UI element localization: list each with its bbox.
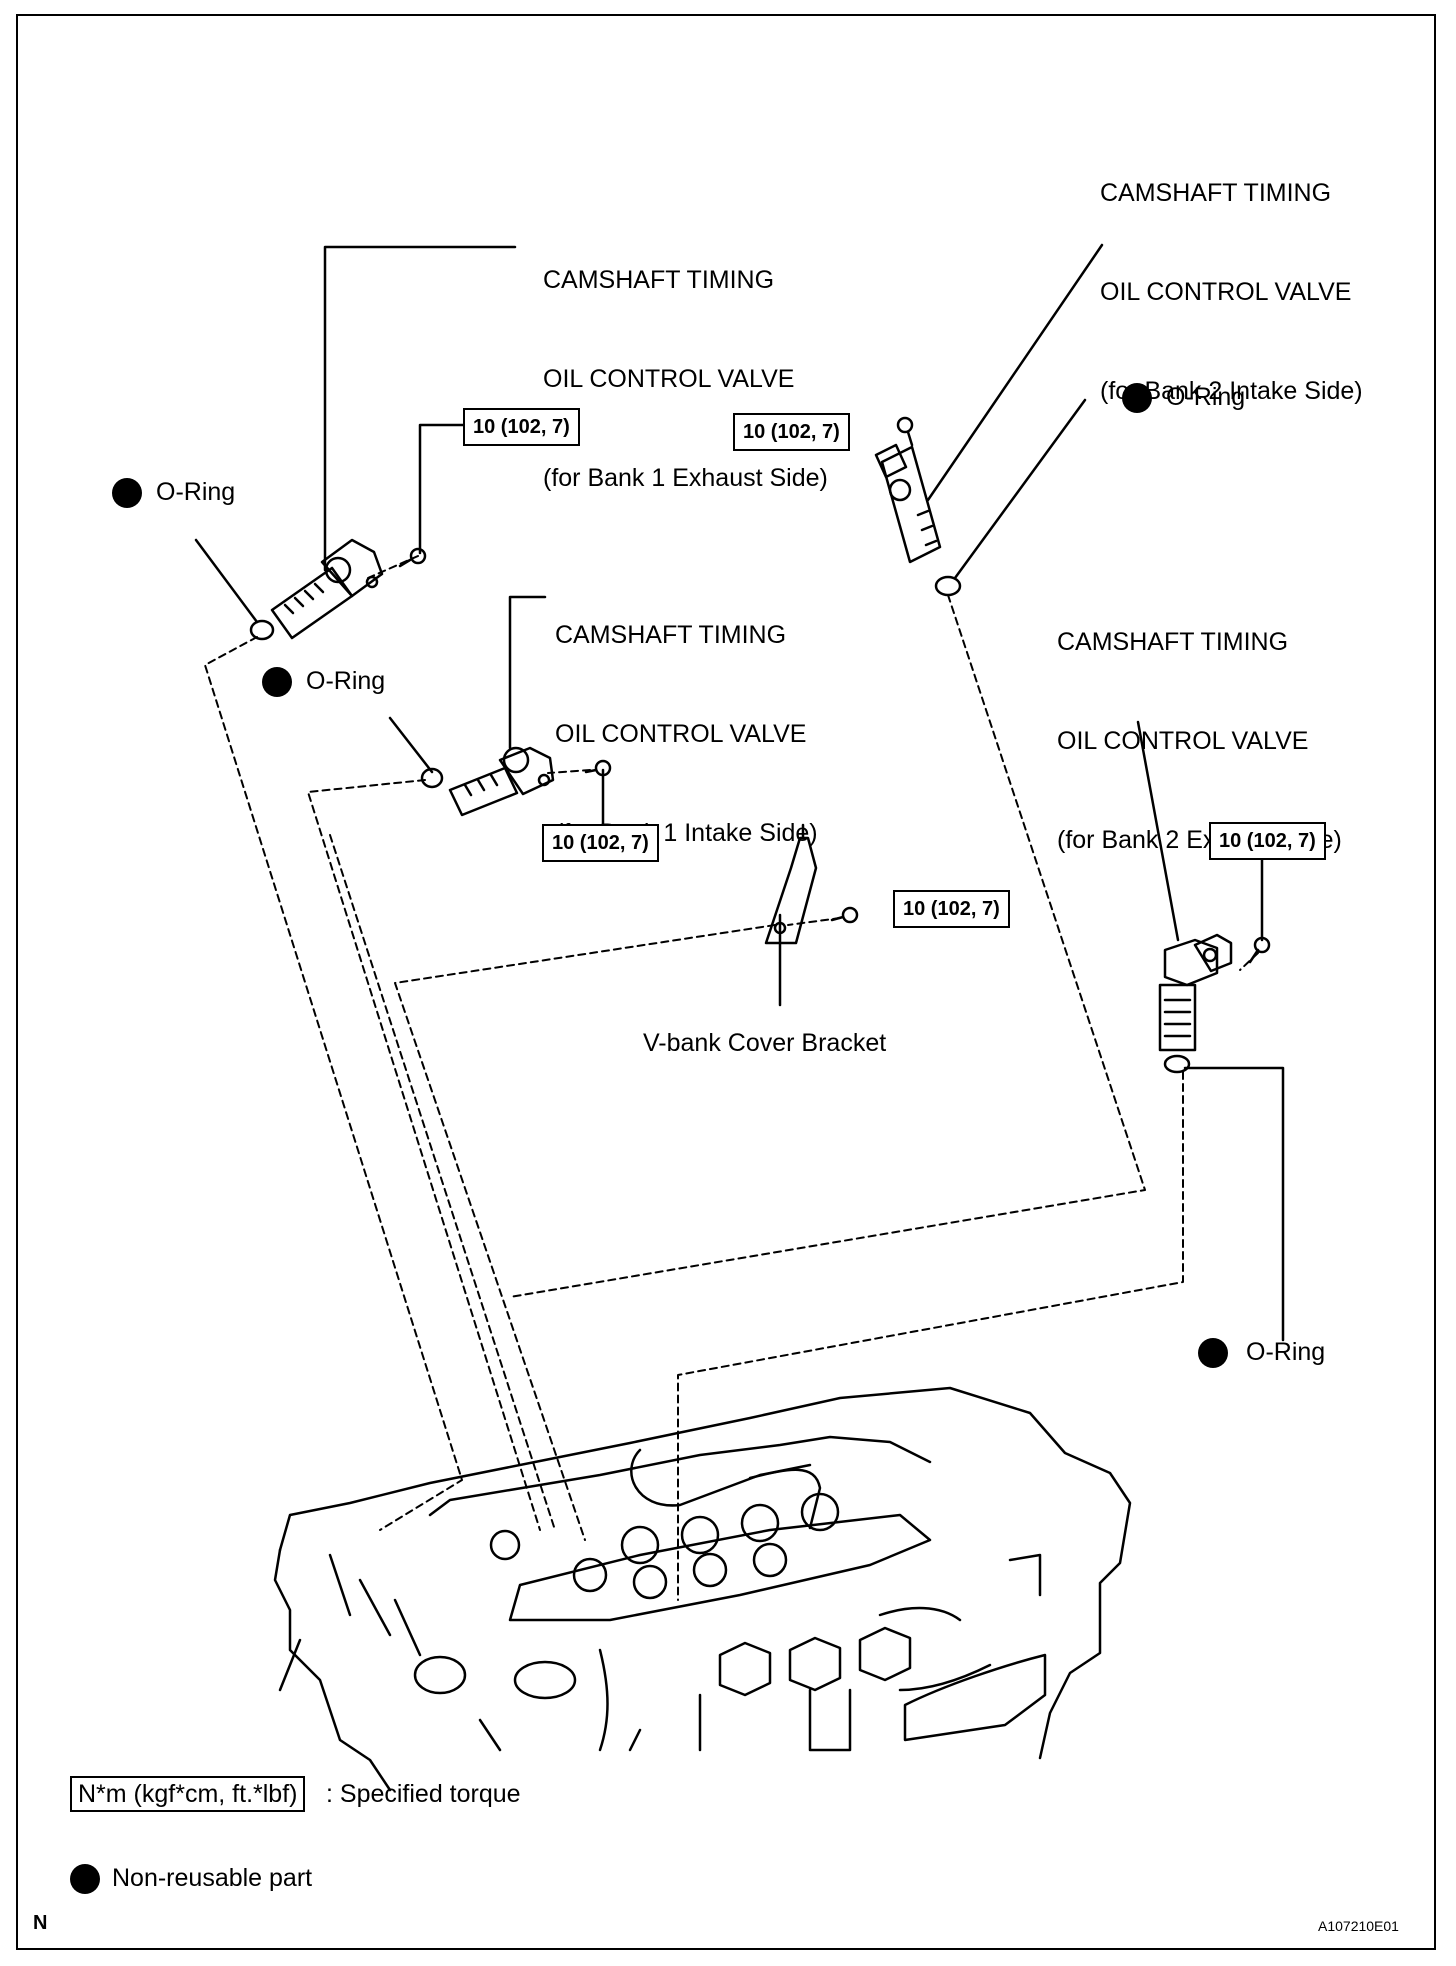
dash-bracket [394, 924, 776, 1541]
valve-bank1-intake [448, 746, 555, 817]
oring-label-4: O-Ring [1246, 1338, 1326, 1366]
label-line: CAMSHAFT TIMING [1100, 179, 1332, 207]
bolt-4 [830, 906, 859, 924]
leader-bank1-exhaust [323, 245, 517, 572]
engine-block [273, 1386, 1132, 1792]
label-bank1-exhaust: CAMSHAFT TIMING OIL CONTROL VALVE (for B… [543, 198, 828, 528]
valve-bank2-intake [874, 443, 942, 564]
valve-bank1-exhaust [270, 538, 384, 640]
torque-box-bank1-exhaust: 10 (102, 7) [463, 408, 580, 446]
label-line: CAMSHAFT TIMING [1057, 628, 1289, 656]
torque-box-bank2-intake: 10 (102, 7) [733, 413, 850, 451]
oring-4 [1163, 1054, 1191, 1074]
dash-oring-2 [307, 779, 541, 1531]
legend-nonreusable-text: Non-reusable part [112, 1864, 313, 1892]
north-mark: N [33, 1912, 48, 1934]
bracket-label: V-bank Cover Bracket [643, 1029, 887, 1057]
dash-oring-1 [204, 636, 463, 1531]
oring-1 [249, 619, 275, 641]
torque-box-bank1-intake: 10 (102, 7) [542, 824, 659, 862]
legend-nonreusable-dot [70, 1864, 100, 1894]
label-line: OIL CONTROL VALVE [1057, 727, 1309, 755]
nonreusable-dot [1198, 1338, 1228, 1368]
leader-oring-1 [194, 538, 259, 624]
bolt-3 [896, 416, 914, 447]
bolt-5 [1248, 936, 1271, 964]
figure-id: A107210E01 [1318, 1918, 1399, 1934]
legend-torque-box: N*m (kgf*cm, ft.*lbf) [70, 1776, 306, 1812]
torque-box-bank2-exhaust: 10 (102, 7) [1209, 822, 1326, 860]
leader-bank2-exhaust [1136, 720, 1180, 942]
leader-oring-4 [1183, 1066, 1285, 1342]
bolt-1 [398, 547, 427, 568]
nonreusable-dot [262, 667, 292, 697]
oring-label-1: O-Ring [156, 478, 236, 506]
dash-bank2-exhaust [677, 1071, 1184, 1601]
label-line: CAMSHAFT TIMING [555, 621, 787, 649]
leader-oring-2 [388, 716, 434, 774]
dash-oring-2b [329, 834, 556, 1531]
leader-oring-3 [953, 398, 1087, 580]
dash-bracket-bolt [787, 917, 841, 926]
nonreusable-dot [112, 478, 142, 508]
bolt-2 [584, 759, 612, 777]
label-line: (for Bank 1 Exhaust Side) [543, 464, 828, 492]
label-bank2-intake: CAMSHAFT TIMING OIL CONTROL VALVE (for B… [1100, 111, 1363, 441]
oring-2 [420, 767, 444, 789]
label-line: OIL CONTROL VALVE [543, 365, 795, 393]
torque-box-bracket: 10 (102, 7) [893, 890, 1010, 928]
oring-label-3: O-Ring [1166, 383, 1246, 411]
valve-bank2-exhaust [1158, 933, 1233, 1052]
vbank-bracket [764, 823, 818, 945]
oring-3 [934, 575, 962, 597]
label-line: OIL CONTROL VALVE [555, 720, 807, 748]
leader-bank2-intake [926, 243, 1104, 502]
leader-torque-1 [418, 423, 467, 555]
dash-bolt-2 [547, 769, 591, 774]
legend-torque-text: : Specified torque [326, 1780, 521, 1808]
dash-bolt-1 [367, 555, 419, 579]
dash-oring-3 [509, 594, 1146, 1298]
diagram-frame [16, 14, 1436, 1950]
oring-label-2: O-Ring [306, 667, 386, 695]
label-line: OIL CONTROL VALVE [1100, 278, 1352, 306]
label-line: (for Bank 2 Intake Side) [1100, 377, 1363, 405]
label-line: CAMSHAFT TIMING [543, 266, 775, 294]
nonreusable-dot [1122, 383, 1152, 413]
leader-bank1-intake [508, 595, 547, 750]
